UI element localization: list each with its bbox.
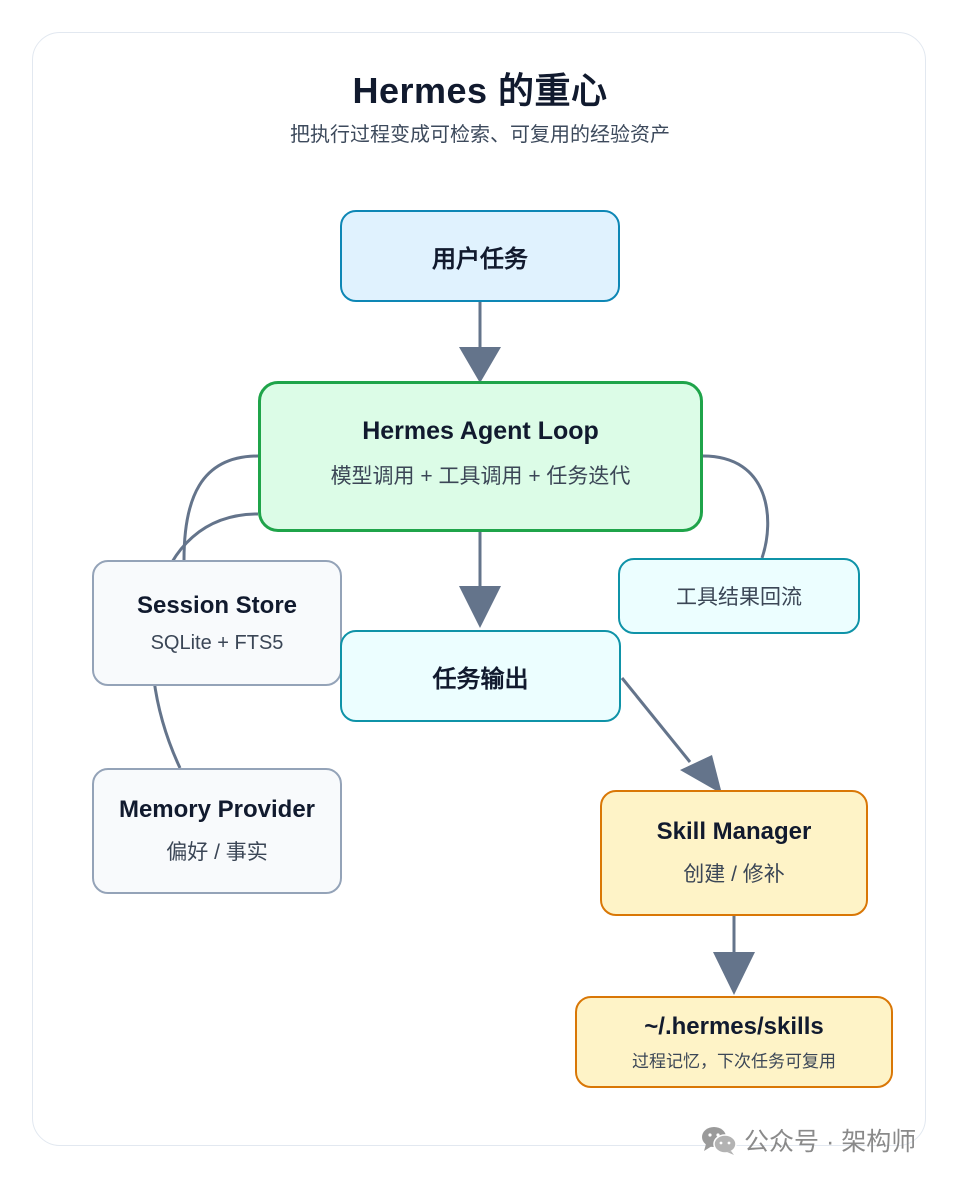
node-skill-manager-title: Skill Manager <box>656 818 812 845</box>
watermark: 公众号 · 架构师 <box>700 1122 916 1158</box>
node-task-output[interactable]: 任务输出 <box>340 630 621 722</box>
node-skills-dir-subtitle: 过程记忆，下次任务可复用 <box>632 1051 836 1071</box>
node-session-store-title: Session Store <box>136 591 298 619</box>
node-memory-provider-subtitle: 偏好 / 事实 <box>166 841 268 864</box>
node-skill-manager-subtitle: 创建 / 修补 <box>683 863 785 886</box>
node-session-store[interactable]: Session Store SQLite + FTS5 <box>92 560 342 686</box>
watermark-text: 公众号 · 架构师 <box>744 1128 917 1156</box>
diagram-subtitle: 把执行过程变成可检索、可复用的经验资产 <box>290 124 670 146</box>
node-agent-loop-title: Hermes Agent Loop <box>362 417 599 445</box>
node-user-task[interactable]: 用户任务 <box>340 210 620 302</box>
node-skills-dir-title: ~/.hermes/skills <box>644 1012 824 1040</box>
node-skills-dir[interactable]: ~/.hermes/skills 过程记忆，下次任务可复用 <box>575 996 893 1088</box>
node-agent-loop[interactable]: Hermes Agent Loop 模型调用 + 工具调用 + 任务迭代 <box>258 381 703 532</box>
wechat-icon <box>700 1124 738 1156</box>
node-session-store-subtitle: SQLite + FTS5 <box>150 631 284 654</box>
node-user-task-title: 用户任务 <box>432 245 528 273</box>
node-tool-feedback[interactable]: 工具结果回流 <box>618 558 860 634</box>
node-tool-feedback-title: 工具结果回流 <box>676 586 802 609</box>
node-memory-provider[interactable]: Memory Provider 偏好 / 事实 <box>92 768 342 894</box>
node-task-output-title: 任务输出 <box>432 665 529 693</box>
node-skill-manager[interactable]: Skill Manager 创建 / 修补 <box>600 790 868 916</box>
diagram-title: Hermes 的重心 <box>352 70 608 111</box>
node-agent-loop-subtitle: 模型调用 + 工具调用 + 任务迭代 <box>330 465 631 488</box>
node-memory-provider-title: Memory Provider <box>118 796 316 823</box>
